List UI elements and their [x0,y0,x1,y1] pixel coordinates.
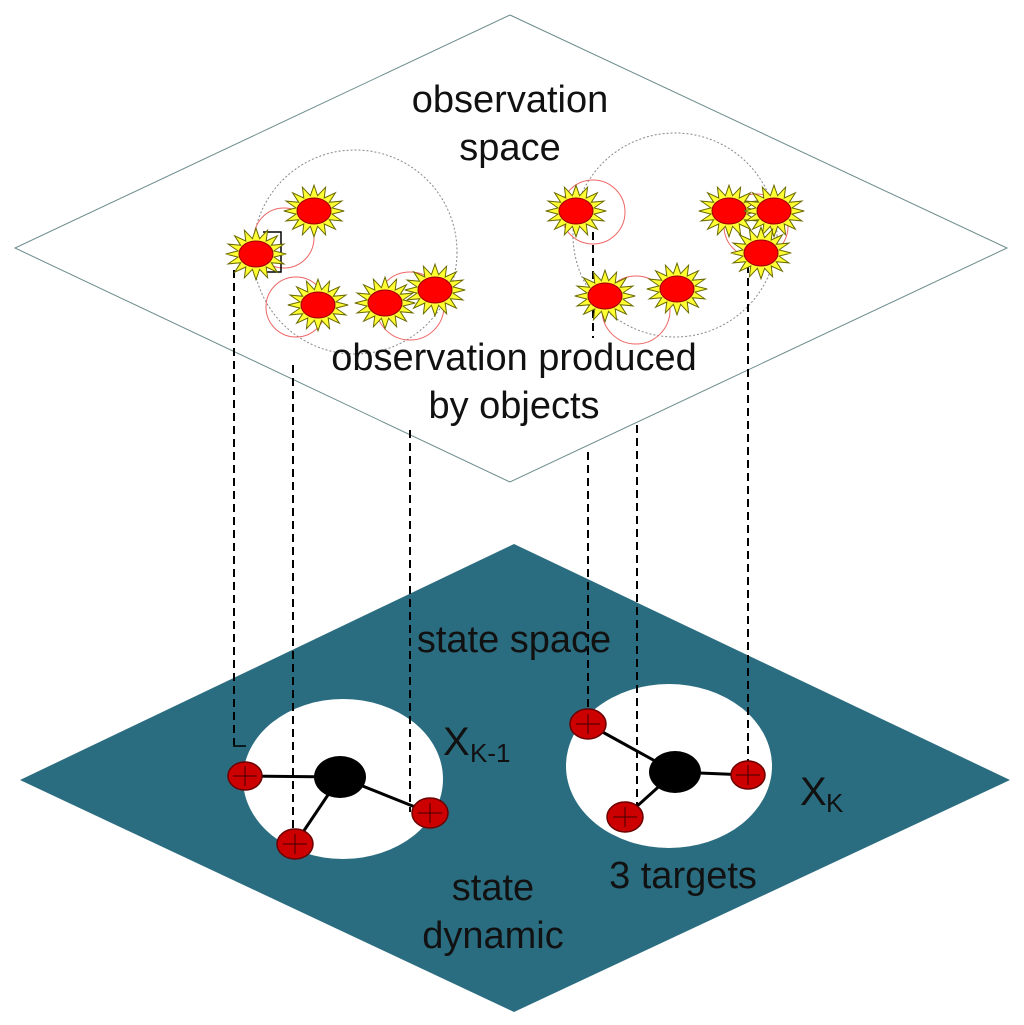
right-state-subscript: K [826,788,844,818]
burst-star-icon [545,183,607,239]
target-dot-icon [411,797,449,829]
burst-star-icon [743,183,805,239]
observations-group [225,183,805,333]
right-target-cluster [569,708,766,833]
bracket-mark [263,231,282,273]
targets-label: 3 targets [609,855,757,897]
left-state-symbol: X [443,720,470,764]
right-gate-circle [572,132,778,338]
target-dot-icon [606,801,644,833]
center-node [649,751,701,793]
target-dot-icon [730,760,766,790]
state-dynamic-line1: state [452,867,534,909]
state-space-title: state space [417,619,611,661]
burst-star-icon [354,275,416,331]
observation-plane [13,14,1009,483]
burst-star-icon [283,183,345,239]
center-node [314,756,366,798]
burst-star-icon [698,183,760,239]
state-dynamic-line2: dynamic [422,915,564,957]
burst-star-icon [574,268,636,324]
burst-star-icon [730,225,792,281]
state-plane [20,544,1010,1012]
target-dot-icon [569,708,607,740]
observation-caption-line1: observation produced [331,337,696,379]
right-state-symbol: X [800,770,827,814]
left-target-cluster [227,756,449,860]
observation-caption-line2: by objects [428,385,599,427]
left-gate-circle [252,149,458,355]
burst-star-icon [404,262,466,318]
burst-star-icon [646,261,708,317]
observation-space-title-line1: observation [412,79,608,121]
burst-star-icon [225,226,287,282]
left-state-subscript: K-1 [470,738,510,768]
target-dot-icon [227,761,263,791]
observation-space-title-line2: space [459,127,560,169]
burst-star-icon [287,277,349,333]
target-dot-icon [276,828,314,860]
